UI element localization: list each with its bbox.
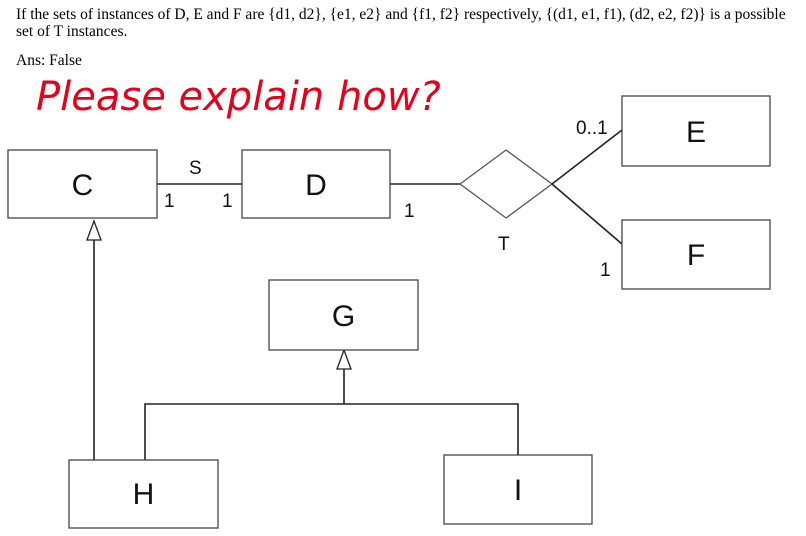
class-box-h: H <box>68 459 219 529</box>
class-box-i: I <box>443 454 593 525</box>
class-box-c: C <box>7 149 158 219</box>
multiplicity-c-end: 1 <box>164 191 175 212</box>
question-text-block: If the sets of instances of D, E and F a… <box>16 6 796 40</box>
association-t-e-line <box>551 129 623 185</box>
class-i-label: I <box>514 474 522 507</box>
multiplicity-d-end: 1 <box>222 191 233 212</box>
generalization-tree-line <box>144 403 519 460</box>
answer-text: Ans: False <box>16 52 82 69</box>
class-f-label: F <box>687 239 705 272</box>
generalization-g-arrowhead <box>336 348 352 370</box>
handwritten-note: Please explain how? <box>36 74 441 120</box>
class-box-f: F <box>621 219 771 290</box>
question-text: If the sets of instances of D, E and F a… <box>16 6 786 40</box>
class-box-d: D <box>241 149 391 219</box>
class-g-label: G <box>332 300 355 333</box>
association-s-label: S <box>189 158 202 179</box>
association-t-diamond <box>458 149 554 219</box>
multiplicity-t-e-end: 0..1 <box>576 118 608 139</box>
association-t-f-line <box>551 183 623 245</box>
class-c-label: C <box>72 169 94 202</box>
class-d-label: D <box>305 169 327 202</box>
class-box-e: E <box>621 95 771 167</box>
association-t-label: T <box>498 234 510 255</box>
multiplicity-t-d-end: 1 <box>404 201 415 222</box>
class-h-label: H <box>133 478 155 511</box>
generalization-c-arrowhead <box>86 219 102 241</box>
class-e-label: E <box>686 116 706 149</box>
multiplicity-t-f-end: 1 <box>600 260 611 281</box>
class-box-g: G <box>268 279 419 351</box>
